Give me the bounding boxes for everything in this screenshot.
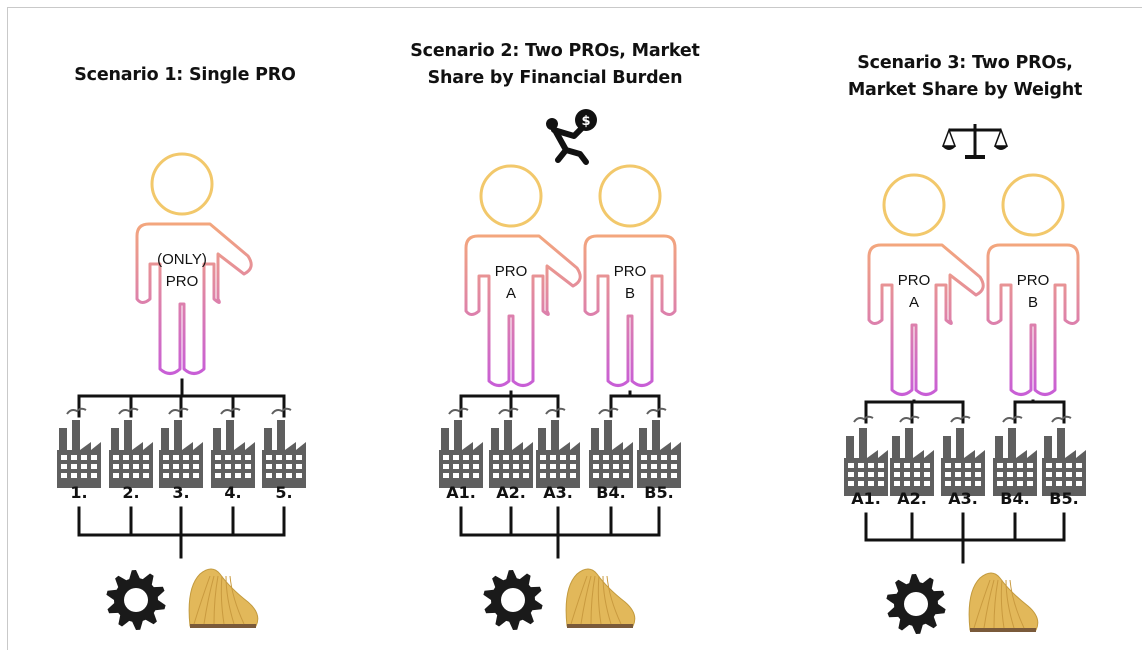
pro-label: B (625, 285, 635, 302)
diagram-frame (7, 7, 1142, 650)
pro-label: PRO (614, 263, 647, 280)
pro-figure: PRO A (867, 173, 985, 396)
factory-icon (941, 415, 985, 496)
pro-label: A (909, 294, 919, 311)
pro-head (882, 173, 946, 237)
scenario-2-title-line: Scenario 2: Two PROs, Market (410, 41, 700, 61)
scenario-2-title: Scenario 2: Two PROs, Market Share by Fi… (395, 38, 715, 92)
factory-label: 1. (70, 483, 87, 502)
factory-label: A3. (543, 483, 573, 502)
factory-label: A3. (948, 489, 978, 508)
scenario-3-title: Scenario 3: Two PROs, Market Share by We… (825, 50, 1105, 104)
pro-head (479, 164, 543, 228)
scenario-2-title-line: Share by Financial Burden (427, 68, 683, 88)
balance-scale-icon (941, 124, 1009, 159)
factory-icon (890, 415, 934, 496)
factory-icon (211, 407, 255, 488)
scenario-3-group: PRO A PRO B A1. A2. A3. B4. B5. (844, 124, 1086, 634)
pro-body (135, 222, 253, 375)
pro-body (583, 234, 677, 387)
factory-label: 3. (172, 483, 189, 502)
pro-label: PRO (898, 272, 931, 289)
factory-label: 2. (122, 483, 139, 502)
pro-head (598, 164, 662, 228)
factory-icon (589, 407, 633, 488)
scenario-3-title-line: Market Share by Weight (847, 80, 1083, 100)
pro-figure: PRO B (986, 173, 1080, 396)
factory-icon (489, 407, 533, 488)
factory-label: 4. (224, 483, 241, 502)
gear-icon (483, 570, 543, 630)
factory-icon (993, 415, 1037, 496)
pro-label: PRO (495, 263, 528, 280)
scenario-3-title-line: Scenario 3: Two PROs, (857, 53, 1073, 73)
factory-icon (637, 407, 681, 488)
pro-label: (ONLY) (157, 251, 207, 268)
factory-label: B5. (1049, 489, 1078, 508)
factory-icon (57, 407, 101, 488)
pro-label: A (506, 285, 516, 302)
factory-label: A1. (851, 489, 881, 508)
factory-label: B4. (1000, 489, 1029, 508)
factory-label: B5. (644, 483, 673, 502)
pro-body (867, 243, 985, 396)
pro-figure: PRO A (464, 164, 582, 387)
factory-icon (439, 407, 483, 488)
factory-icon (262, 407, 306, 488)
material-pellet-icon (188, 568, 259, 628)
factory-label: A2. (897, 489, 927, 508)
factory-icon (109, 407, 153, 488)
pro-label: B (1028, 294, 1038, 311)
factory-label: 5. (275, 483, 292, 502)
pro-body (986, 243, 1080, 396)
pro-body (464, 234, 582, 387)
dollar-sign: $ (581, 114, 590, 129)
person-carrying-money-bag-icon: $ (546, 109, 597, 165)
scenario-2-group: PRO A PRO B A1. A2. A3. B4. B5. $ (439, 109, 681, 630)
material-pellet-icon (968, 572, 1039, 632)
factory-icon (1042, 415, 1086, 496)
scenario-1-title-line: Scenario 1: Single PRO (74, 65, 296, 85)
factory-label: B4. (596, 483, 625, 502)
pro-figure: PRO B (583, 164, 677, 387)
scenario-1-title: Scenario 1: Single PRO (40, 62, 330, 89)
factory-label: A2. (496, 483, 526, 502)
pro-label: PRO (1017, 272, 1050, 289)
gear-icon (886, 574, 946, 634)
pro-figure: (ONLY) PRO (135, 152, 253, 375)
pro-label: PRO (166, 273, 199, 290)
pro-head (150, 152, 214, 216)
factory-label: A1. (446, 483, 476, 502)
scenario-1-group: (ONLY) PRO 1. 2. 3. 4. 5. (57, 152, 306, 630)
gear-icon (106, 570, 166, 630)
factory-icon (159, 407, 203, 488)
pro-head (1001, 173, 1065, 237)
material-pellet-icon (565, 568, 636, 628)
factory-icon (536, 407, 580, 488)
factory-icon (844, 415, 888, 496)
